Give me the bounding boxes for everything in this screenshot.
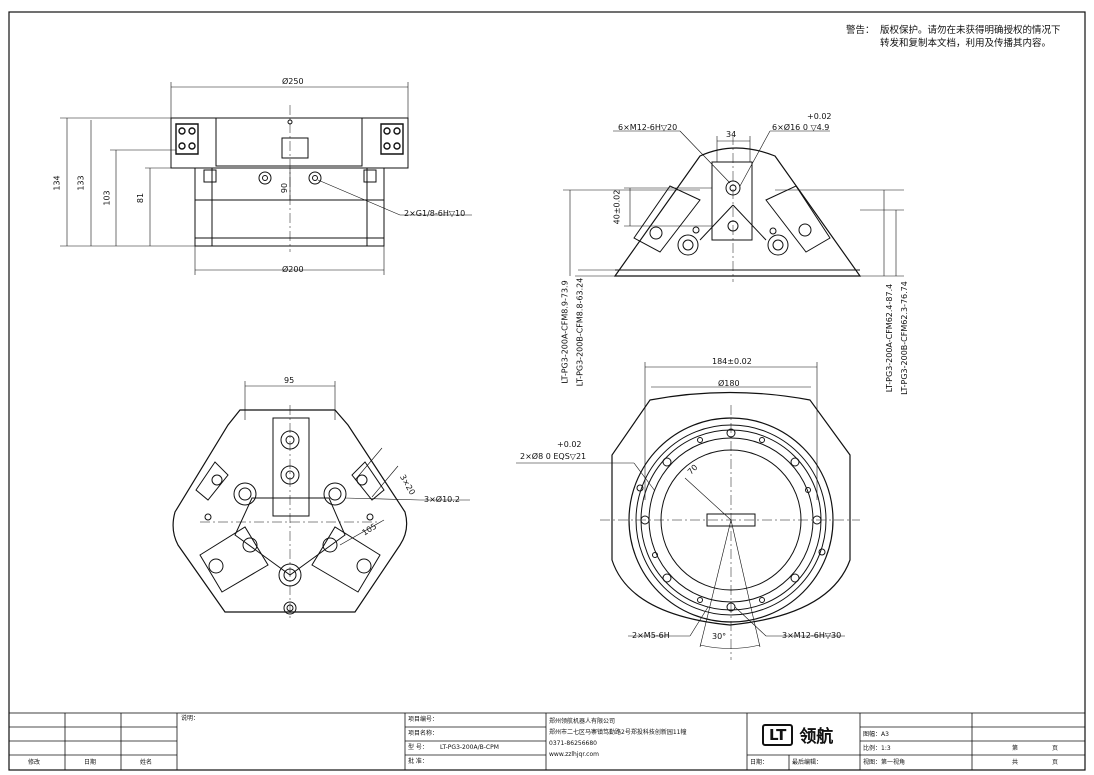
dim-h103: 103 — [102, 190, 112, 206]
dim-pin16: 6×Ø16 0 ▽4.9 — [772, 123, 830, 132]
tb-page-b: 页 — [1052, 745, 1059, 752]
tb-note-label: 说明： — [181, 715, 200, 722]
dim-m12-bot: 3×M12-6H▽30 — [782, 631, 842, 640]
tb-sheet-size: 图幅：A3 — [863, 731, 889, 738]
tb-total-a: 共 — [1012, 759, 1019, 766]
tb-col-date: 日期 — [84, 759, 97, 766]
top-view — [172, 381, 470, 620]
logo-mark: LT — [762, 723, 794, 746]
dim-h134: 134 — [52, 175, 62, 191]
dim-pin102: 3×Ø10.2 — [424, 495, 460, 504]
dim-h81: 81 — [136, 192, 146, 204]
tb-project-name: 项目名称： — [408, 730, 439, 737]
bottom-view — [516, 362, 860, 660]
tb-col-revise: 修改 — [28, 759, 41, 766]
dim-pin8: 2×Ø8 0 EQS▽21 — [520, 452, 587, 461]
dim-w95: 95 — [284, 376, 295, 385]
dim-h133: 133 — [76, 175, 86, 191]
warning-label: 警告： — [846, 25, 875, 36]
dim-m5: 2×M5-6H — [632, 631, 670, 640]
title-block-grid — [8, 712, 1086, 771]
stroke-left-1: LT-PG3-200A-CFM8.9-73.9 — [560, 280, 570, 384]
dim-d180: Ø180 — [718, 379, 740, 388]
dim-tol-pin8: +0.02 — [557, 440, 582, 449]
tb-model-label: 型 号： — [408, 744, 428, 751]
dim-d184: 184±0.02 — [712, 357, 752, 366]
front-view — [60, 82, 472, 275]
tb-col-name: 姓名 — [140, 759, 153, 766]
dim-h40: 40±0.02 — [612, 189, 622, 225]
dim-m12-top: 6×M12-6H▽20 — [618, 123, 678, 132]
stroke-right-1: LT-PG3-200A-CFM62.4-87.4 — [885, 283, 895, 393]
tb-date: 日期： — [750, 759, 769, 766]
dim-tol-side: +0.02 — [807, 112, 832, 121]
dim-h90: 90 — [280, 182, 290, 194]
company-logo: LT 领航 — [762, 722, 833, 747]
tb-scale: 比例：1:3 — [863, 745, 891, 752]
dim-port: 2×G1/8-6H▽10 — [404, 209, 466, 218]
tb-page-a: 第 — [1012, 745, 1019, 752]
tb-address: 郑州市二七区马寨镇笃勤路2号郑投科技创新园11幢 — [549, 729, 687, 736]
dim-d200: Ø200 — [282, 265, 304, 274]
side-view — [563, 130, 904, 282]
tb-web: www.zzlhjqr.com — [549, 751, 599, 758]
warning-line-2: 转发和复制本文档，利用及传播其内容。 — [880, 38, 1052, 49]
dim-a30: 30° — [712, 632, 727, 641]
logo-wordmark: 领航 — [799, 727, 834, 747]
tb-view: 视图：第一视角 — [863, 759, 906, 766]
tb-last-edit: 最后编辑： — [792, 759, 823, 766]
warning-line-1: 版权保护。请勿在未获得明确授权的情况下 — [880, 25, 1061, 36]
tb-model-value: LT-PG3-200A/B-CPM — [440, 744, 499, 751]
tb-project-no: 项目编号： — [408, 716, 439, 723]
stroke-left-2: LT-PG3-200B-CFM8.8-63.24 — [575, 277, 585, 387]
stroke-right-2: LT-PG3-200B-CFM62.3-76.74 — [899, 281, 909, 395]
tb-approve: 批 准： — [408, 758, 428, 765]
tb-total-b: 页 — [1052, 759, 1059, 766]
sheet-border — [8, 11, 1086, 771]
dim-d250: Ø250 — [282, 77, 304, 86]
dim-w34: 34 — [726, 130, 737, 139]
tb-phone: 0371-86256680 — [549, 740, 597, 747]
tb-company: 郑州领航机器人有限公司 — [549, 718, 616, 725]
